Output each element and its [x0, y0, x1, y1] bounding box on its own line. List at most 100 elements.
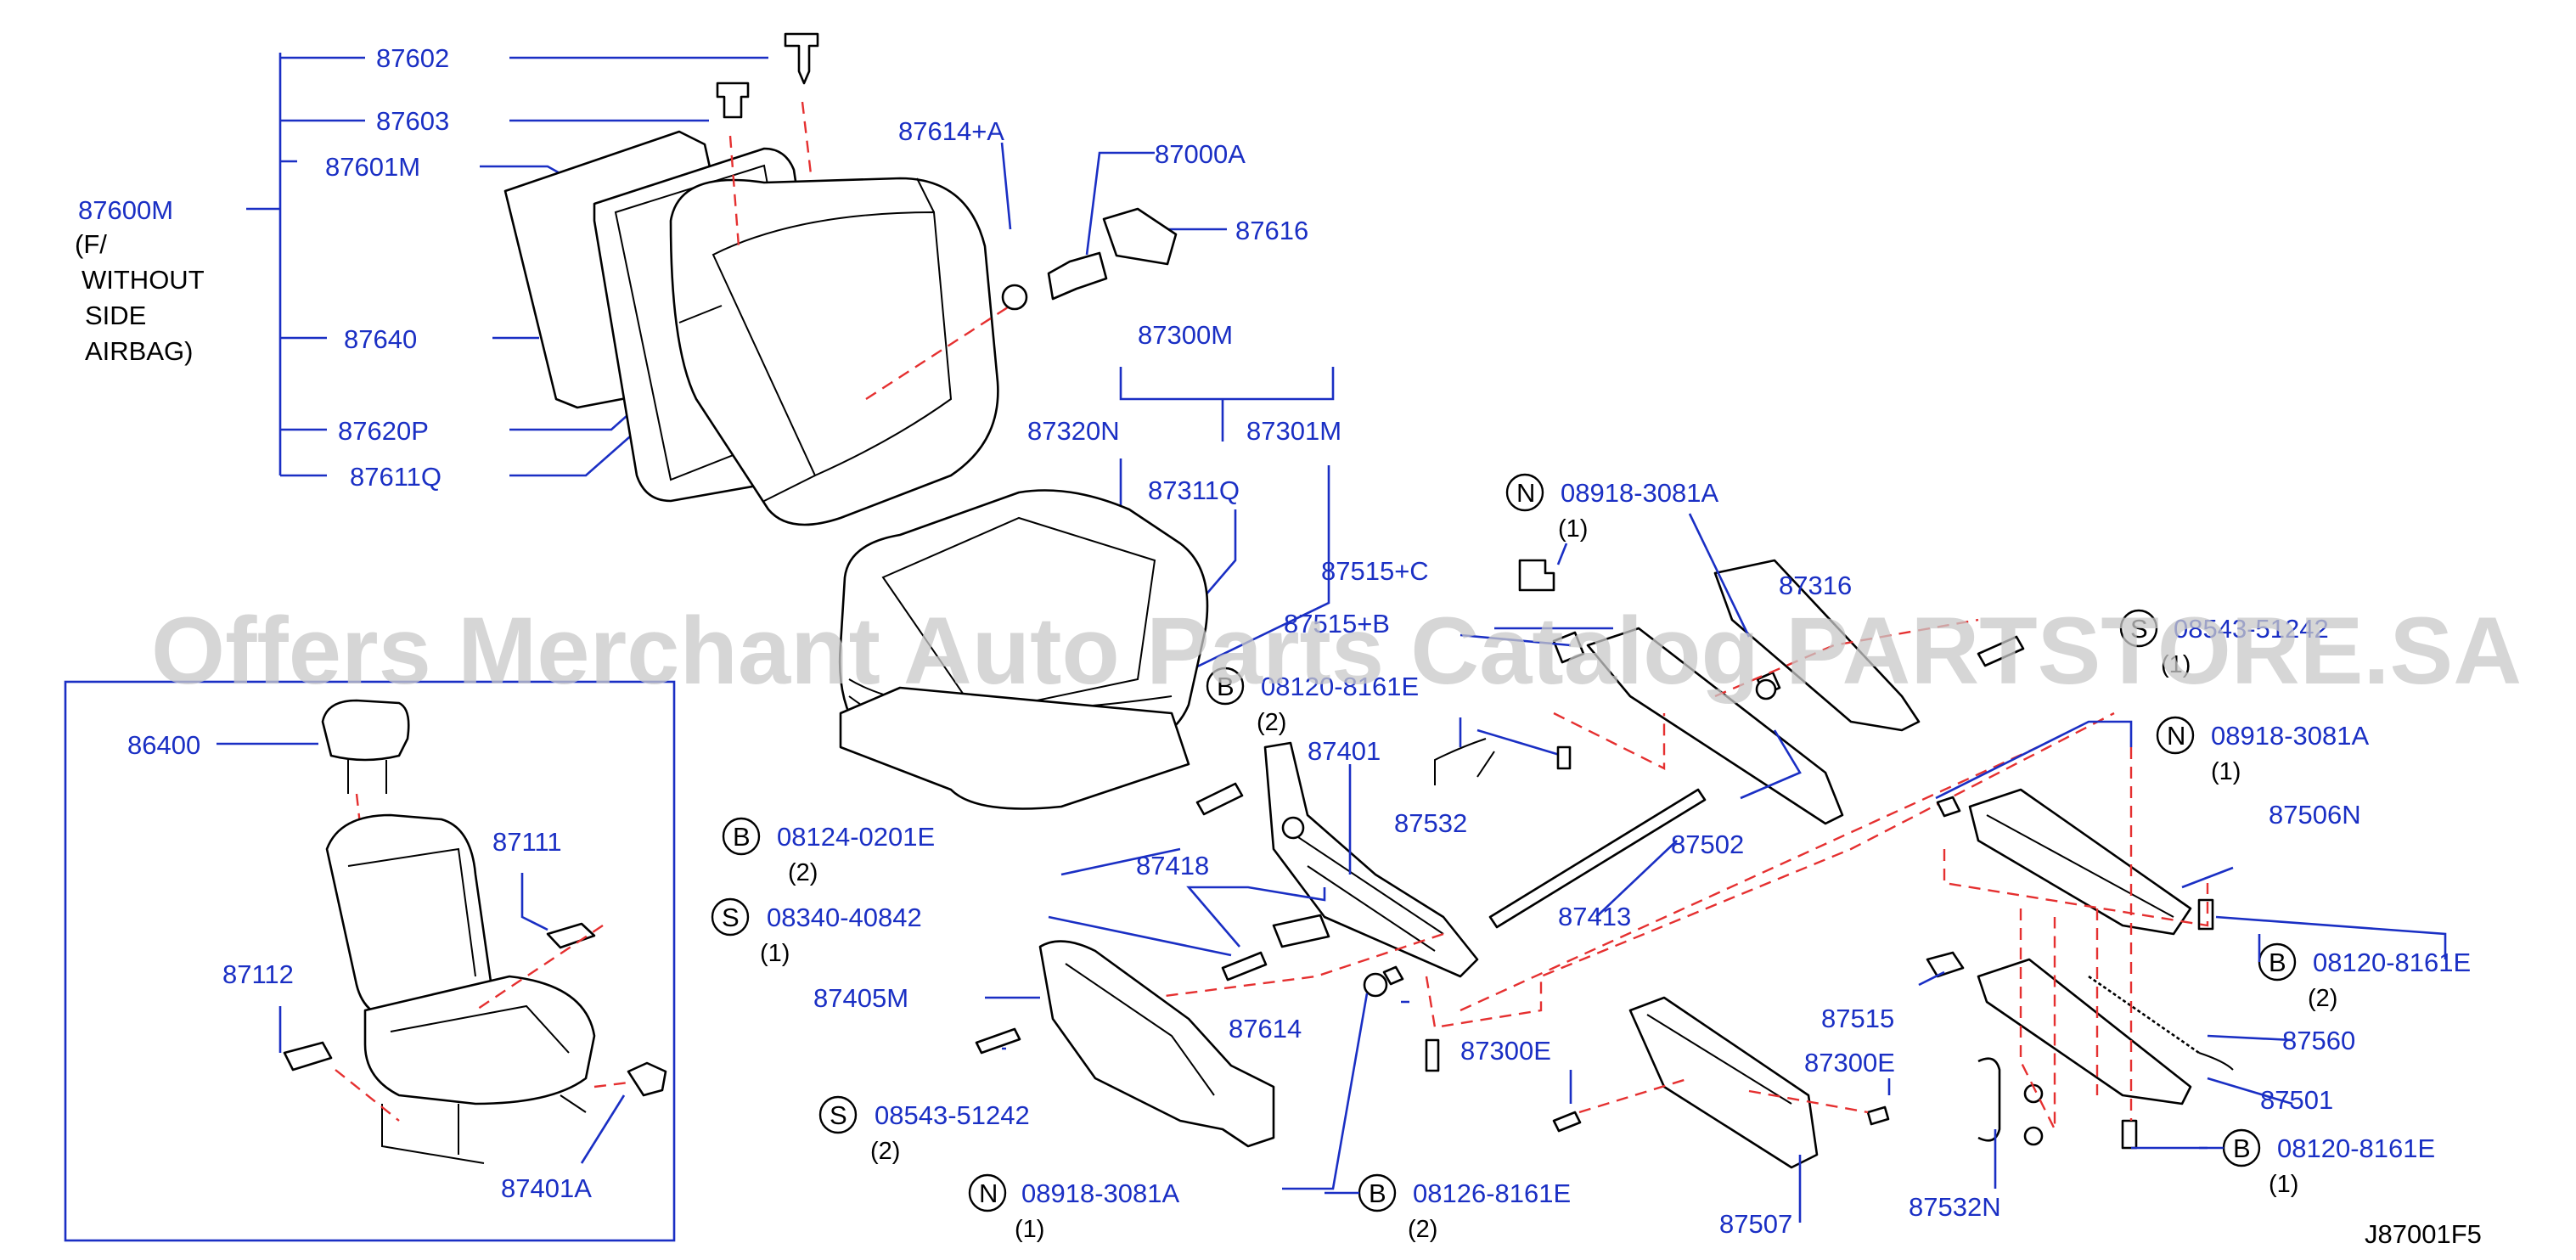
label-87640: 87640	[344, 324, 417, 354]
fastener-4-circle	[2156, 716, 2195, 755]
label-87560: 87560	[2282, 1026, 2355, 1055]
fastener-3-circle	[1206, 667, 1245, 706]
upper-rail-group	[1434, 513, 2025, 825]
seat-frame-87320N	[839, 686, 1190, 810]
note-87600M-line1: (F/	[75, 229, 107, 259]
fastener-1-qty: (1)	[1558, 515, 1588, 543]
lever-87418	[1272, 914, 1330, 948]
label-87111: 87111	[492, 827, 562, 857]
knob-87401A	[627, 1061, 667, 1097]
fastener-5-circle	[722, 817, 761, 856]
fastener-8-letter: S	[830, 1100, 847, 1130]
side-cover-group	[975, 940, 1275, 1148]
fastener-callouts: N 08918-3081A (1) S 08543-51242 (1) B 08…	[711, 473, 2471, 1243]
rail-87501	[1977, 958, 2192, 1105]
cover-87405M	[1038, 940, 1275, 1148]
label-87501: 87501	[2260, 1085, 2333, 1115]
fastener-10-part: 08918-3081A	[1021, 1178, 1179, 1208]
fastener-9-part: 08120-8161E	[2277, 1133, 2435, 1163]
fastener-3-part: 08120-8161E	[1261, 672, 1419, 701]
fastener-2-part: 08543-51242	[2174, 614, 2329, 644]
bracket-87401	[1263, 741, 1479, 978]
label-87601M: 87601M	[325, 152, 420, 182]
cover-87507	[1628, 996, 1819, 1169]
bolt-center-upper	[1195, 782, 1244, 816]
nut-87614	[1363, 972, 1388, 998]
label-87300E-a: 87300E	[1460, 1036, 1551, 1066]
fastener-5-part: 08124-0201E	[777, 822, 935, 852]
note-87600M-line3: SIDE	[85, 301, 146, 330]
label-87401: 87401	[1308, 736, 1381, 766]
label-87405M: 87405M	[813, 983, 908, 1013]
label-86400: 86400	[127, 730, 200, 760]
bolt-87300E-left	[1425, 1038, 1440, 1072]
fastener-11-part: 08126-8161E	[1413, 1178, 1571, 1208]
label-87112: 87112	[222, 959, 294, 989]
bolt-87300E-mid	[1552, 1111, 1582, 1133]
knob-87000A	[1047, 251, 1108, 301]
fastener-2-qty: (1)	[2161, 651, 2191, 678]
clip-87603	[716, 82, 750, 119]
label-87620P: 87620P	[338, 416, 429, 446]
fastener-1-part: 08918-3081A	[1561, 478, 1718, 508]
label-87515C: 87515+C	[1321, 556, 1429, 586]
knob-group	[1000, 142, 1227, 311]
label-87602: 87602	[376, 43, 449, 73]
fastener-8-part: 08543-51242	[875, 1100, 1030, 1130]
nut-upper-right	[1936, 796, 1961, 818]
clip-87602	[784, 32, 819, 85]
label-87532: 87532	[1394, 808, 1467, 838]
label-87413: 87413	[1558, 902, 1631, 931]
bolt-87300E-right	[1866, 1105, 1890, 1126]
bracket-87506N	[1968, 788, 2192, 936]
rail-87502	[1586, 627, 1844, 825]
seat-assembly-inset	[64, 680, 676, 1242]
fastener-8-circle	[818, 1095, 858, 1134]
label-87603: 87603	[376, 106, 449, 136]
label-87311Q: 87311Q	[1148, 475, 1240, 505]
fastener-3-letter: B	[1217, 672, 1235, 701]
bolt-center-lower	[1221, 951, 1268, 982]
trim-87112	[283, 1041, 333, 1072]
bolt-87515	[1556, 745, 1572, 770]
label-87300M: 87300M	[1138, 320, 1233, 350]
fastener-7-part: 08120-8161E	[2313, 948, 2471, 977]
fastener-10-circle	[968, 1173, 1007, 1212]
diagram-code: J87001F5	[2365, 1219, 2482, 1249]
fastener-11-letter: B	[1369, 1178, 1386, 1208]
lower-rail-group	[1552, 720, 2447, 1223]
fastener-10-letter: N	[979, 1178, 998, 1208]
fastener-6-circle	[711, 897, 750, 937]
clip-87515	[1926, 951, 1965, 978]
fastener-7-letter: B	[2269, 948, 2286, 977]
fastener-4-part: 08918-3081A	[2211, 721, 2369, 751]
label-87418: 87418	[1136, 851, 1209, 880]
fastener-1-circle	[1505, 473, 1544, 512]
fastener-7-qty: (2)	[2308, 985, 2337, 1012]
fastener-2-letter: S	[2130, 614, 2148, 644]
seat-back-group	[246, 32, 1011, 526]
fastener-4-letter: N	[2167, 721, 2185, 751]
label-87515: 87515	[1821, 1004, 1894, 1033]
label-87515B: 87515+B	[1284, 609, 1390, 638]
label-87300E-b: 87300E	[1804, 1048, 1895, 1077]
fastener-6-letter: S	[722, 903, 740, 932]
fastener-2-circle	[2119, 609, 2158, 648]
label-87611Q: 87611Q	[350, 462, 442, 492]
fastener-4-qty: (1)	[2211, 758, 2241, 785]
rod-87413	[1488, 788, 1707, 929]
fastener-9-qty: (1)	[2269, 1171, 2298, 1198]
bolt-87614	[1382, 965, 1404, 986]
label-87506N: 87506N	[2269, 800, 2361, 830]
label-87401A: 87401A	[501, 1173, 592, 1203]
trim-87111	[546, 922, 596, 949]
bolt-lower-right	[2121, 1119, 2138, 1150]
seat-back-cushion-87620P	[669, 177, 999, 526]
note-87600M-line2: WITHOUT	[82, 265, 205, 295]
seat-assembly-cushion	[363, 975, 596, 1105]
screw-08543	[975, 1027, 1021, 1055]
fastener-10-qty: (1)	[1015, 1216, 1044, 1243]
label-87532N: 87532N	[1909, 1192, 2001, 1222]
fastener-11-qty: (2)	[1408, 1216, 1437, 1243]
